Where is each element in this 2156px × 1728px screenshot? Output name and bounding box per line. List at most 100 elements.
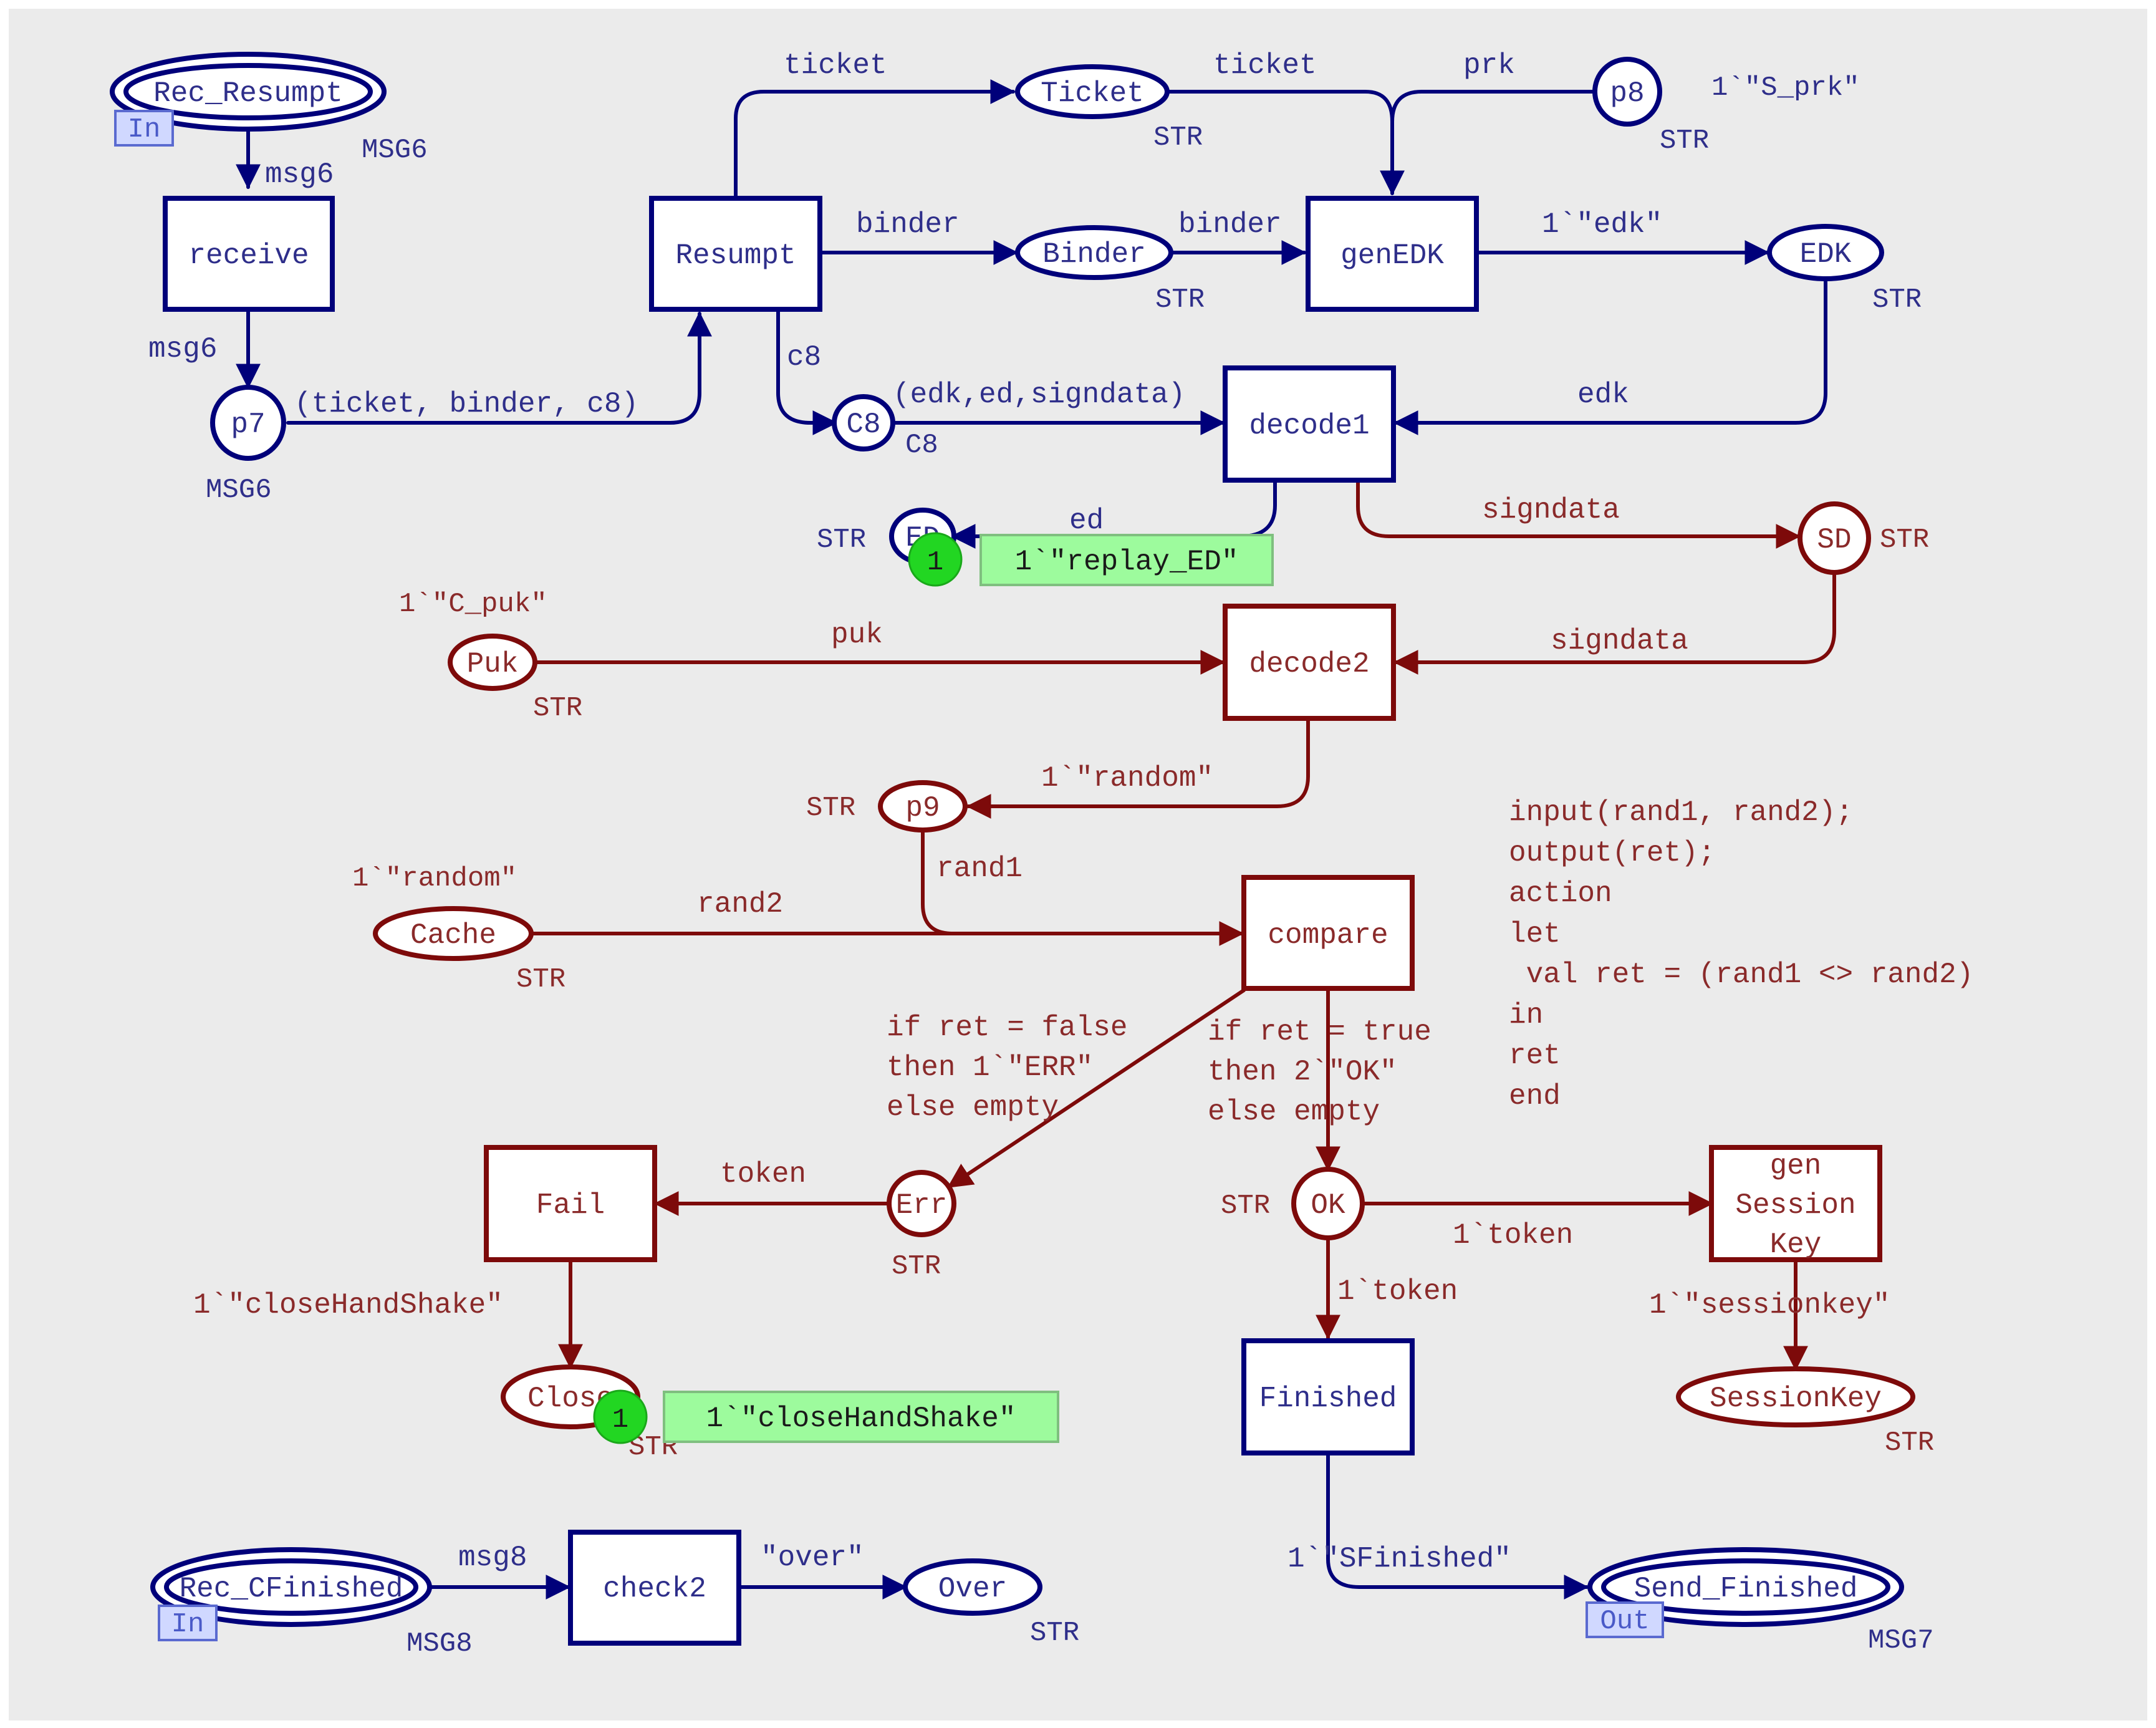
arc-label: rand2: [697, 888, 783, 920]
transition-name: check2: [603, 1573, 706, 1605]
transition-name: Finished: [1259, 1383, 1397, 1415]
arc-label-line: then 2`"OK": [1208, 1056, 1397, 1088]
place-ok[interactable]: [1291, 1167, 1365, 1240]
place-type: STR: [806, 793, 855, 824]
place-type: STR: [817, 524, 866, 556]
place-name: Over: [938, 1573, 1007, 1605]
arc-label-line: else empty: [1208, 1096, 1380, 1128]
place-name: Send_Finished: [1634, 1573, 1858, 1605]
place-type: STR: [1660, 125, 1709, 157]
svg-text:output(ret);: output(ret);: [1509, 837, 1715, 869]
place-type: C8: [905, 430, 938, 461]
place-err[interactable]: [887, 1170, 956, 1237]
transition-fail[interactable]: [484, 1145, 657, 1262]
arc-decode2-p9[interactable]: [966, 718, 1310, 819]
arc-p8-genedk[interactable]: [1390, 90, 1595, 123]
place-rec-cfinished[interactable]: [150, 1547, 432, 1627]
arc-label: ticket: [1213, 49, 1317, 82]
place-type: MSG7: [1868, 1625, 1934, 1656]
token-count-close: [593, 1389, 648, 1444]
diagram-background: [9, 9, 2147, 1721]
place-name: Rec_CFinished: [180, 1573, 403, 1605]
arc-resumpt-ticket[interactable]: [734, 79, 1016, 198]
place-edk[interactable]: [1767, 224, 1884, 281]
transition-receive[interactable]: [163, 196, 335, 312]
place-marking: 1`"S_prk": [1711, 72, 1860, 104]
arc-label-line: if ret = true: [1208, 1016, 1432, 1048]
place-sessionkey[interactable]: [1676, 1366, 1915, 1427]
transition-finished[interactable]: [1241, 1338, 1415, 1455]
place-p9[interactable]: [878, 780, 968, 833]
place-name: SD: [1817, 524, 1851, 556]
arc-label: msg8: [458, 1542, 527, 1574]
arc-finished-sendfinished[interactable]: [1326, 1451, 1589, 1600]
arc-label: rand1: [936, 852, 1023, 885]
transition-compare[interactable]: [1241, 875, 1415, 991]
place-name: Cache: [410, 919, 496, 952]
transition-gensessionkey[interactable]: [1709, 1145, 1882, 1262]
token-marking-ed[interactable]: 1`"replay_ED" 1: [908, 532, 1274, 587]
place-c8[interactable]: [832, 394, 895, 451]
transition-check2[interactable]: [568, 1530, 741, 1646]
token-marking-close[interactable]: 1`"closeHandShake" 1: [593, 1389, 1059, 1444]
arc-label: 1`"closeHandShake": [193, 1289, 503, 1321]
arc-decode1-sd[interactable]: [1356, 480, 1801, 549]
place-ticket[interactable]: [1015, 64, 1170, 119]
place-name: Rec_Resumpt: [153, 77, 343, 110]
place-puk[interactable]: [448, 634, 537, 691]
transition-genedk[interactable]: [1306, 196, 1479, 312]
place-over[interactable]: [903, 1558, 1042, 1616]
place-p7[interactable]: [210, 385, 286, 461]
arc-p7-resumpt[interactable]: [286, 311, 712, 425]
arc-label: token: [720, 1158, 806, 1190]
svg-text:In: In: [128, 114, 161, 145]
place-type: STR: [1221, 1190, 1270, 1222]
svg-text:in: in: [1509, 999, 1543, 1031]
arc-label: binder: [856, 208, 960, 241]
place-send-finished[interactable]: [1587, 1547, 1904, 1627]
transition-name: compare: [1268, 919, 1388, 952]
transition-decode1[interactable]: [1223, 365, 1396, 483]
arc-label: ed: [1069, 504, 1104, 537]
place-sd[interactable]: [1797, 501, 1871, 575]
arc-label-line: then 1`"ERR": [887, 1051, 1093, 1084]
arc-label: 1`"SFinished": [1287, 1543, 1511, 1575]
transition-name-line: gen: [1770, 1150, 1822, 1182]
place-type: MSG6: [206, 475, 272, 506]
place-rec-resumpt[interactable]: [110, 52, 387, 132]
arc-label: prk: [1463, 49, 1515, 82]
place-type: STR: [516, 964, 565, 995]
transition-name: Resumpt: [675, 239, 796, 272]
place-marking: 1`"C_puk": [399, 589, 547, 620]
arc-resumpt-c8[interactable]: [776, 308, 838, 435]
arc-label: "over": [761, 1542, 864, 1574]
place-name: OK: [1311, 1189, 1345, 1222]
arc-edk-decode1[interactable]: [1393, 271, 1827, 435]
place-type: STR: [1880, 524, 1929, 556]
svg-text:In: In: [171, 1609, 205, 1640]
transition-decode2[interactable]: [1223, 604, 1396, 721]
arc-label: (ticket, binder, c8): [294, 388, 638, 420]
arc-label: signdata: [1482, 494, 1620, 526]
svg-text:let: let: [1509, 918, 1561, 950]
transition-name: receive: [188, 239, 309, 272]
arc-label: 1`token: [1337, 1275, 1458, 1308]
port-tag-rec-cfinished: In: [158, 1605, 218, 1641]
code-segment-compare: input(rand1, rand2); output(ret); action…: [1509, 796, 1973, 1113]
arc-compare-err[interactable]: [947, 988, 1246, 1189]
transition-name: decode2: [1249, 648, 1369, 680]
transition-resumpt[interactable]: [649, 196, 822, 312]
arc-label: 1`token: [1453, 1219, 1573, 1252]
place-cache[interactable]: [373, 906, 534, 961]
place-type: STR: [1885, 1427, 1934, 1459]
place-name: Puk: [467, 648, 519, 680]
arc-sd-decode2[interactable]: [1393, 571, 1836, 675]
place-name: p7: [231, 408, 265, 441]
place-type: STR: [1030, 1618, 1079, 1649]
place-p8[interactable]: [1592, 57, 1662, 127]
svg-text:1: 1: [927, 547, 943, 578]
place-binder[interactable]: [1015, 225, 1173, 280]
place-marking: 1`"random": [352, 863, 517, 894]
place-type: STR: [1155, 284, 1205, 316]
